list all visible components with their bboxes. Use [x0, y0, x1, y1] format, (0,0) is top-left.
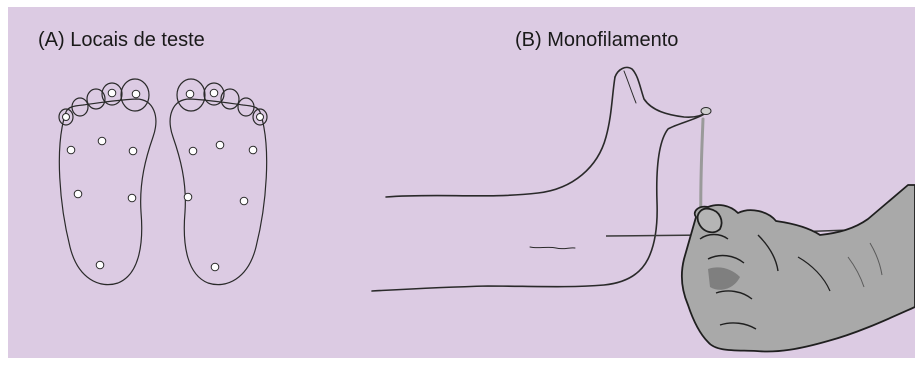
test-site-icon [98, 137, 106, 145]
illustration [8, 7, 915, 358]
test-site-icon [184, 193, 192, 201]
test-site-icon [74, 190, 82, 198]
test-site-icon [132, 90, 140, 98]
test-site-icon [128, 194, 136, 202]
test-site-icon [257, 114, 264, 121]
left-foot-test-sites [63, 89, 140, 269]
test-site-icon [211, 263, 219, 271]
test-site-icon [67, 146, 75, 154]
right-foot-test-sites [184, 89, 263, 271]
figure-panel: (A) Locais de teste (B) Monofilamento [8, 7, 915, 358]
right-foot-sole-icon [170, 79, 267, 285]
test-site-icon [216, 141, 224, 149]
left-foot-sole-icon [59, 79, 156, 285]
test-site-icon [249, 146, 257, 154]
hand-icon [682, 185, 915, 352]
test-site-icon [189, 147, 197, 155]
test-site-icon [129, 147, 137, 155]
test-site-icon [186, 90, 194, 98]
leg-foot-outline-icon [372, 67, 708, 291]
test-site-icon [108, 89, 116, 97]
test-site-icon [240, 197, 248, 205]
test-site-icon [96, 261, 104, 269]
test-site-icon [63, 114, 70, 121]
test-site-icon [210, 89, 218, 97]
